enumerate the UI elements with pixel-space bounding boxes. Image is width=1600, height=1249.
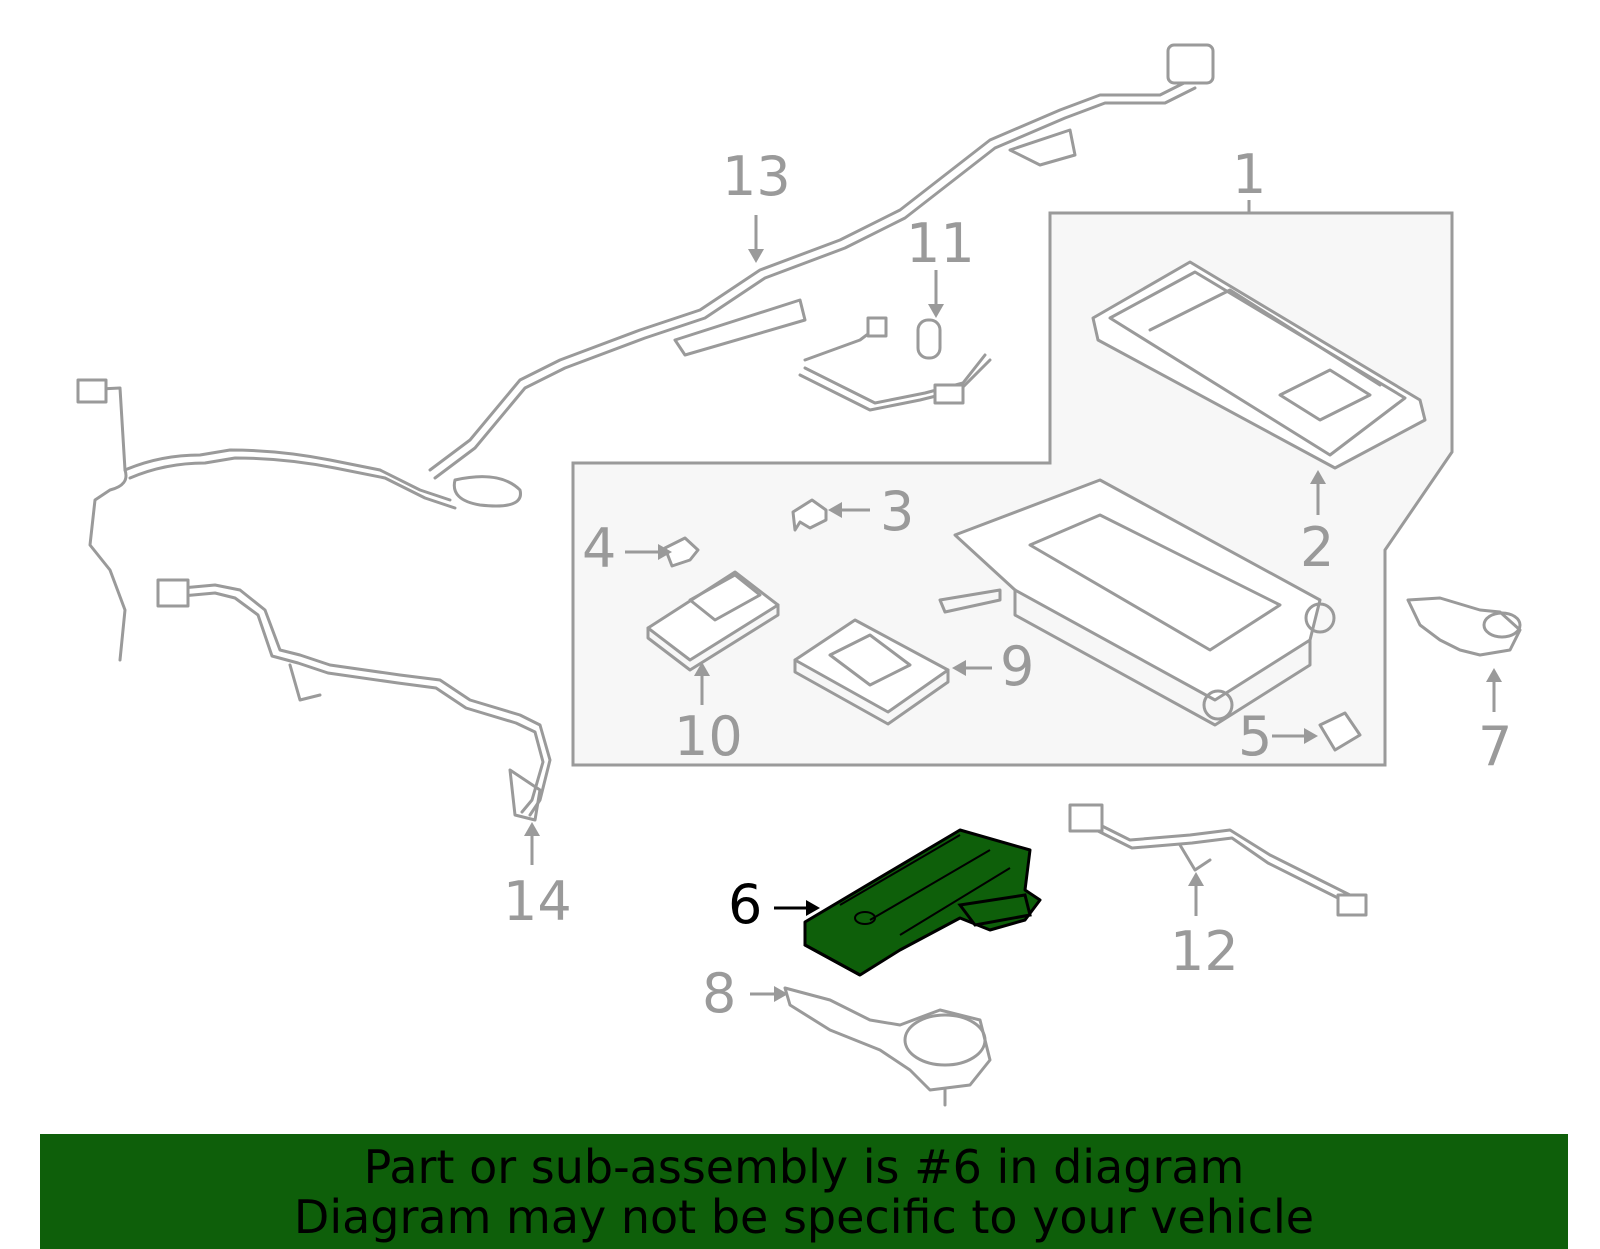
callout-2: 2: [1300, 516, 1334, 579]
callout-7: 7: [1478, 715, 1512, 778]
part-5-connector: [1318, 711, 1362, 752]
callout-8: 8: [702, 962, 736, 1025]
part-13-wiring-harness: [428, 43, 1215, 508]
info-banner: Part or sub-assembly is #6 in diagram Di…: [40, 1134, 1568, 1249]
callout-12: 12: [1170, 920, 1239, 983]
part-7-bracket: [1406, 596, 1522, 657]
part-3-clip: [791, 498, 828, 532]
part-2-battery-cover: [1091, 260, 1427, 470]
callout-5: 5: [1238, 705, 1272, 768]
callout-4: 4: [582, 517, 616, 580]
callout-6: 6: [728, 873, 762, 936]
part-14-wiring-harness: [76, 378, 552, 822]
part-6-highlighted-module: [803, 828, 1042, 977]
part-11-harness: [798, 316, 992, 412]
leader-arrows: [524, 200, 1502, 1002]
callout-3: 3: [880, 480, 914, 543]
part-9-tray: [793, 618, 950, 726]
part-10-module: [646, 570, 780, 672]
part-4-clip: [663, 536, 700, 568]
banner-line-2: Diagram may not be specific to your vehi…: [293, 1189, 1315, 1244]
callout-13: 13: [722, 145, 791, 208]
callout-11: 11: [906, 212, 975, 275]
callout-10: 10: [674, 705, 743, 768]
callout-1: 1: [1232, 143, 1266, 206]
part-12-harness: [1068, 803, 1368, 917]
callout-14: 14: [503, 870, 572, 933]
callout-9: 9: [1000, 635, 1034, 698]
banner-line-1: Part or sub-assembly is #6 in diagram: [363, 1139, 1245, 1194]
battery-module: [938, 478, 1336, 727]
part-8-bracket: [783, 986, 992, 1107]
